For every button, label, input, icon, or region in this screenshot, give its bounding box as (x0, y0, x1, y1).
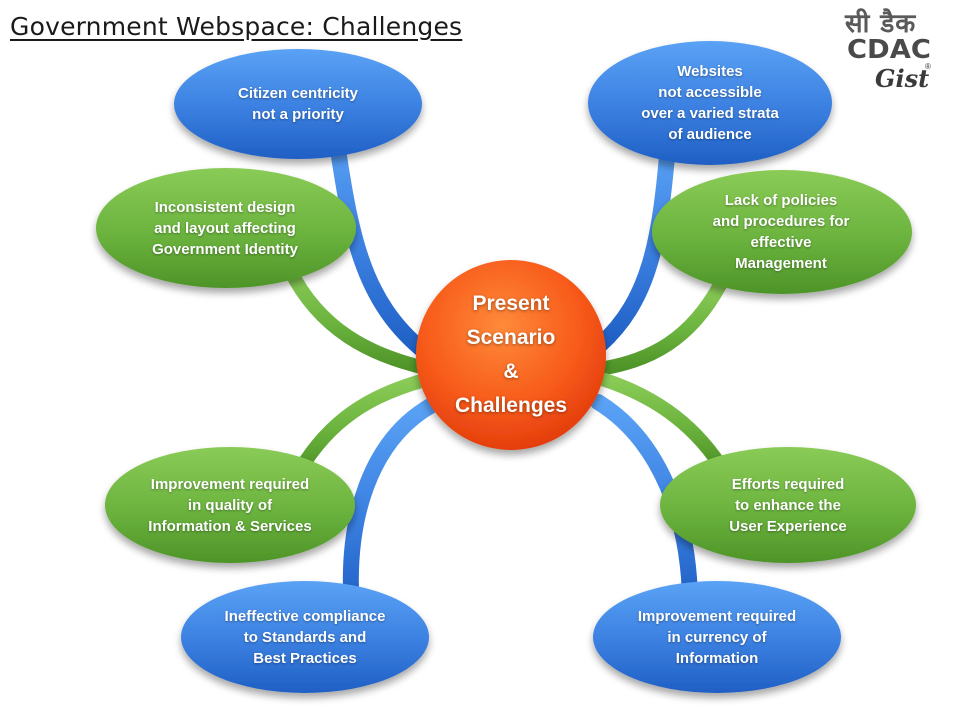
node-shape-inconsistent-design (96, 168, 356, 288)
connector-branches (283, 122, 727, 618)
logo-gist-text: Gist (875, 64, 930, 93)
node-improvement-quality: Improvement required in quality of Infor… (105, 448, 355, 562)
node-ineffective-compliance: Ineffective compliance to Standards and … (181, 582, 429, 692)
center-node-label: Present Scenario & Challenges (454, 292, 568, 417)
branch-lack-of-policies (598, 278, 727, 375)
node-label: Improvement required in quality of Infor… (148, 475, 312, 535)
node-efforts-user-experience: Efforts required to enhance the User Exp… (660, 448, 916, 562)
node-shape-efforts-user-experience (660, 447, 916, 563)
logo-cdac-text: CDAC (847, 35, 931, 65)
branch-ineffective-compliance (342, 397, 440, 618)
node-shape-improvement-currency (593, 581, 841, 693)
node-improvement-currency: Improvement required in currency of Info… (593, 582, 841, 692)
node-shape-websites-not-accessible (588, 41, 832, 165)
branch-inconsistent-design (283, 263, 432, 375)
branch-websites-not-accessible (592, 137, 676, 353)
cdac-gist-logo: सी डैक CDAC Gist ® (845, 4, 935, 96)
slide-title: Government Webspace: Challenges (10, 12, 463, 41)
node-shape-citizen-centricity (174, 49, 422, 159)
branch-citizen-centricity (327, 122, 433, 360)
node-shape-ineffective-compliance (181, 581, 429, 693)
node-inconsistent-design: Inconsistent design and layout affecting… (96, 170, 354, 286)
branch-efforts-user-experience (598, 373, 727, 472)
center-node-shape (416, 260, 606, 450)
node-shape-lack-of-policies (652, 170, 912, 294)
logo-hindi-text: सी डैक (845, 9, 917, 39)
logo-registered-mark: ® (925, 62, 931, 71)
node-label: Lack of policies and procedures for effe… (712, 192, 850, 272)
node-label: Efforts required to enhance the User Exp… (729, 475, 847, 535)
node-label: Inconsistent design and layout affecting… (152, 198, 298, 258)
node-label: Citizen centricity not a priority (237, 85, 359, 123)
node-shape-improvement-quality (105, 447, 355, 563)
node-websites-not-accessible: Websites not accessible over a varied st… (590, 44, 830, 162)
node-label: Improvement required in currency of Info… (637, 607, 797, 667)
node-label: Ineffective compliance to Standards and … (224, 607, 386, 667)
node-lack-of-policies: Lack of policies and procedures for effe… (652, 172, 910, 292)
node-label: Websites not accessible over a varied st… (641, 63, 779, 143)
branch-improvement-quality (293, 373, 432, 477)
node-citizen-centricity: Citizen centricity not a priority (176, 52, 420, 156)
